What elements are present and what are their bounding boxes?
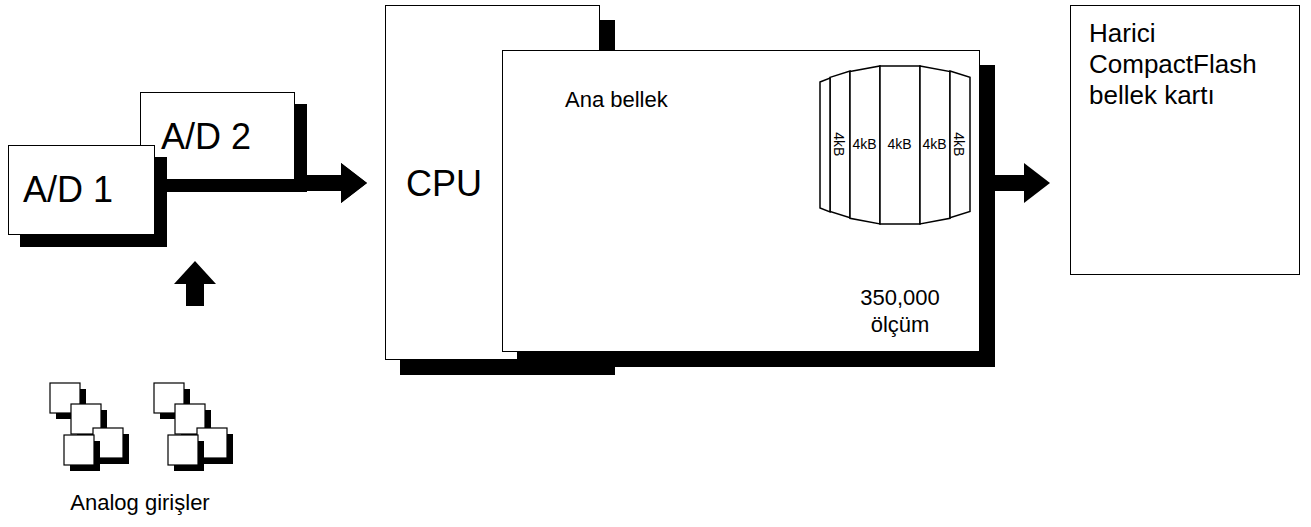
memory-page: 4kB <box>830 71 850 218</box>
memory-page-shape <box>880 66 920 224</box>
memory-page: 4kB <box>950 71 970 218</box>
node-label: CPU <box>406 162 482 205</box>
node-label: Harici CompactFlash bellek kartı <box>1089 18 1289 112</box>
node-label: A/D 2 <box>161 115 251 158</box>
node-label: A/D 1 <box>23 168 113 211</box>
node-label: Ana bellek <box>565 87 668 113</box>
memory-page-size: 4kB <box>951 132 968 156</box>
input-arrow <box>174 261 216 306</box>
memory-page-shape <box>920 66 950 224</box>
memory-page: 4kB <box>920 66 950 224</box>
memory-page-shape <box>830 71 850 218</box>
memory-page-size: 4kB <box>831 132 848 156</box>
flow-arrow <box>980 175 1024 191</box>
memory-page-size: 4kB <box>852 136 876 153</box>
input-caption: Analog girişler <box>70 490 209 516</box>
input-icon <box>64 435 94 465</box>
node-label: 350,000 ölçüm <box>852 285 948 338</box>
ad-converter-box: A/D 1 <box>8 145 155 235</box>
memory-page: 4kB <box>880 66 920 224</box>
ad-converter-box: A/D 2 <box>140 92 295 180</box>
memory-page-shape <box>950 71 970 218</box>
memory-page-edge <box>820 78 830 212</box>
main-memory-box: Ana bellek350,000 ölçüm4kB4kB4kB4kB4kB <box>502 50 980 352</box>
memory-card-box: Harici CompactFlash bellek kartı <box>1070 5 1300 275</box>
memory-page-size: 4kB <box>887 136 911 153</box>
input-icon <box>168 435 198 465</box>
memory-page-size: 4kB <box>922 136 946 153</box>
memory-page: 4kB <box>850 66 880 224</box>
memory-page-shape <box>850 66 880 224</box>
flow-arrow <box>295 175 341 191</box>
analog-input-icons <box>50 383 233 471</box>
